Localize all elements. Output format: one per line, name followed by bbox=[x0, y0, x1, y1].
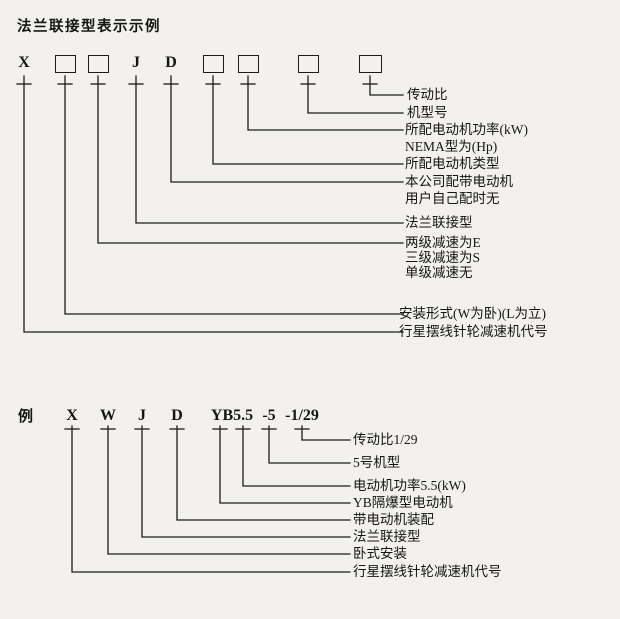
ex-label-code: 行星摆线针轮减速机代号 bbox=[353, 564, 502, 579]
code-box-b bbox=[88, 55, 109, 73]
code-letter-x: X bbox=[18, 54, 30, 71]
label-user-supplied: 用户自己配时无 bbox=[405, 191, 500, 206]
example-token-w: W bbox=[100, 407, 116, 424]
example-heading: 例 bbox=[18, 409, 34, 425]
example-token-x: X bbox=[66, 407, 78, 424]
example-token-size: -5 bbox=[262, 407, 276, 424]
label-flange-type: 法兰联接型 bbox=[405, 215, 473, 230]
label-two-stage: 两级减速为E bbox=[405, 235, 481, 250]
example-token-j: J bbox=[138, 407, 146, 424]
label-frame-size: 机型号 bbox=[407, 105, 448, 120]
label-motor-type: 所配电动机类型 bbox=[405, 156, 500, 171]
code-box-e bbox=[298, 55, 319, 73]
ex-label-frame: 5号机型 bbox=[353, 455, 401, 470]
ex-label-flange: 法兰联接型 bbox=[353, 529, 421, 544]
code-letter-d: D bbox=[165, 54, 177, 71]
ex-label-power: 电动机功率5.5(kW) bbox=[353, 478, 466, 493]
label-motor-power: 所配电动机功率(kW) bbox=[405, 122, 528, 137]
example-token-ratio: -1/29 bbox=[285, 407, 319, 424]
ex-label-ratio: 传动比1/29 bbox=[353, 432, 418, 447]
example-token-yb: D bbox=[171, 407, 183, 424]
label-with-motor: 本公司配带电动机 bbox=[405, 174, 513, 189]
code-box-d bbox=[238, 55, 259, 73]
ex-label-assembly: 带电动机装配 bbox=[353, 512, 434, 527]
label-reducer-code: 行星摆线针轮减速机代号 bbox=[399, 324, 548, 339]
label-single-stage: 单级减速无 bbox=[405, 265, 473, 280]
code-box-a bbox=[55, 55, 76, 73]
ex-label-motor: YB隔爆型电动机 bbox=[353, 495, 453, 510]
label-mounting: 安装形式(W为卧)(L为立) bbox=[399, 306, 546, 321]
code-box-f bbox=[359, 55, 382, 73]
example-token-power: YB5.5 bbox=[210, 407, 254, 424]
label-three-stage: 三级减速为S bbox=[405, 250, 481, 265]
code-letter-j: J bbox=[132, 54, 140, 71]
diagram-title: 法兰联接型表示示例 bbox=[17, 19, 161, 35]
label-nema: NEMA型为(Hp) bbox=[405, 139, 498, 154]
ex-label-mounting: 卧式安装 bbox=[353, 546, 407, 561]
label-ratio: 传动比 bbox=[407, 87, 448, 102]
code-box-c bbox=[203, 55, 224, 73]
